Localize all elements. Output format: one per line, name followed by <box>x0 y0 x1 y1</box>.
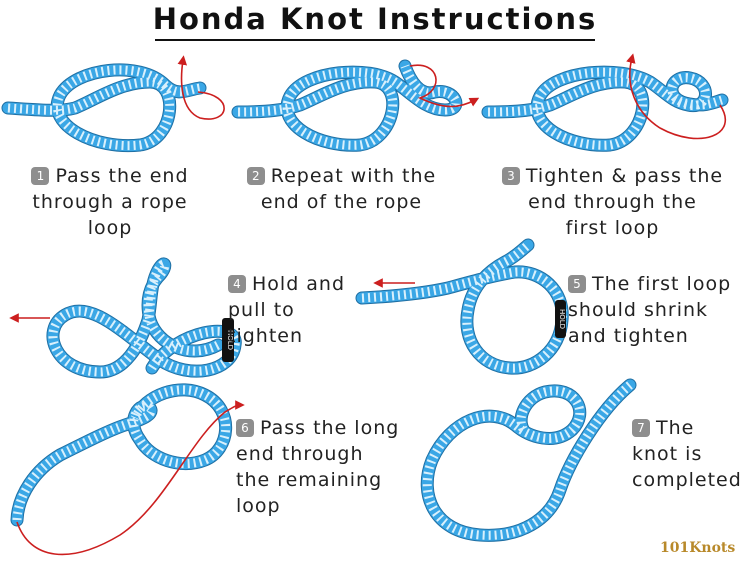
step-1-rope-illustration <box>1 55 225 153</box>
step-6-direction-arrow <box>16 400 245 556</box>
rope-texture <box>12 385 231 521</box>
step-4-rope-illustration: HOLD <box>9 257 242 379</box>
step-2-text: Repeat with the end of the rope <box>260 165 437 213</box>
page-title: Honda Knot Instructions <box>152 2 598 36</box>
rope-outline <box>355 238 569 375</box>
hold-tag-right <box>555 300 566 338</box>
step-7-rope-illustration <box>420 378 637 542</box>
rope-outline <box>10 383 233 527</box>
step-6-text: Pass the long end through the remaining … <box>236 417 400 517</box>
step-1-text: Pass the end through a rope loop <box>32 165 189 239</box>
rope-texture <box>48 259 240 377</box>
step-7-badge: 7 <box>632 419 650 437</box>
hold-tag-left-label: HOLD <box>226 330 234 350</box>
step-6-badge: 6 <box>236 419 254 437</box>
step-3-direction-arrow <box>626 53 727 140</box>
step-2-rope-illustration <box>231 59 480 152</box>
rope-texture <box>237 64 461 150</box>
step-4-badge: 4 <box>228 275 246 293</box>
step-4-text: Hold and pull to tighten <box>228 273 346 347</box>
rope-texture <box>7 65 201 151</box>
step-2-direction-arrow <box>409 64 480 108</box>
step-5-text: The first loop should shrink and tighten <box>568 273 732 347</box>
brand-logo: 101Knots <box>660 540 736 556</box>
step-2-badge: 2 <box>246 167 265 185</box>
hold-tag-left <box>222 318 234 362</box>
step-3-text: Tighten & pass the end through the first… <box>525 165 724 239</box>
step-5-badge: 5 <box>568 275 586 293</box>
rope-texture <box>361 241 567 373</box>
rope-texture <box>422 381 633 540</box>
hold-tag-right-label: HOLD <box>558 309 566 329</box>
rope-path <box>482 66 728 151</box>
rope-path <box>2 64 206 152</box>
step-1-badge: 1 <box>31 167 50 185</box>
step-5-rope-illustration: HOLD <box>355 238 569 375</box>
step-7-text: The knot is completed <box>632 417 742 491</box>
step-3-rope-illustration <box>481 53 729 152</box>
title-underline <box>155 39 595 41</box>
step-3-badge: 3 <box>501 167 520 185</box>
step-3-caption: 3 Tighten & pass the end through the firs… <box>480 163 745 241</box>
step-1-direction-arrow <box>177 55 225 120</box>
step-6-rope-illustration <box>10 383 245 556</box>
rope-path <box>11 384 232 526</box>
